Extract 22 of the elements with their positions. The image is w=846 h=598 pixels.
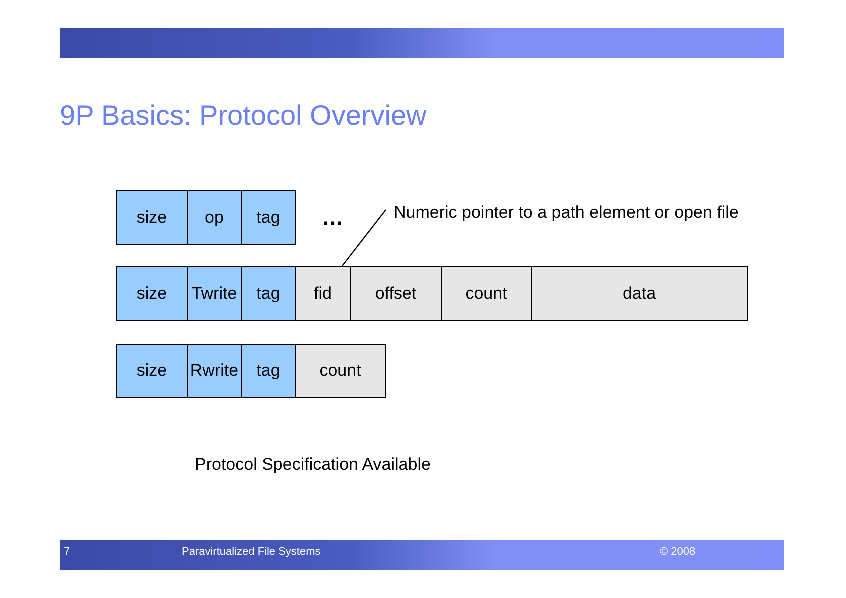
- footer-text: Paravirtualized File Systems: [182, 546, 321, 558]
- callout-text: Numeric pointer to a path element or open file: [386, 200, 766, 226]
- field-cell: Rwrite: [187, 344, 242, 398]
- field-cell: op: [187, 190, 242, 245]
- field-cell: size: [116, 190, 188, 245]
- field-cell: count: [441, 266, 532, 321]
- field-cell: tag: [241, 344, 296, 398]
- footnote-text: Protocol Specification Available: [195, 455, 431, 475]
- field-cell: tag: [241, 190, 296, 245]
- field-cell: data: [531, 266, 748, 321]
- field-cell: size: [116, 344, 188, 398]
- field-cell: offset: [350, 266, 442, 321]
- ellipsis: …: [322, 205, 344, 231]
- copyright-text: © 2008: [660, 546, 696, 558]
- leader-line: [342, 210, 386, 266]
- field-cell: size: [116, 266, 188, 321]
- field-cell: tag: [241, 266, 296, 321]
- slide-title: 9P Basics: Protocol Overview: [60, 100, 427, 132]
- page-number: 7: [64, 546, 70, 558]
- field-cell: count: [295, 344, 386, 398]
- field-cell: fid: [295, 266, 351, 321]
- field-cell: Twrite: [187, 266, 242, 321]
